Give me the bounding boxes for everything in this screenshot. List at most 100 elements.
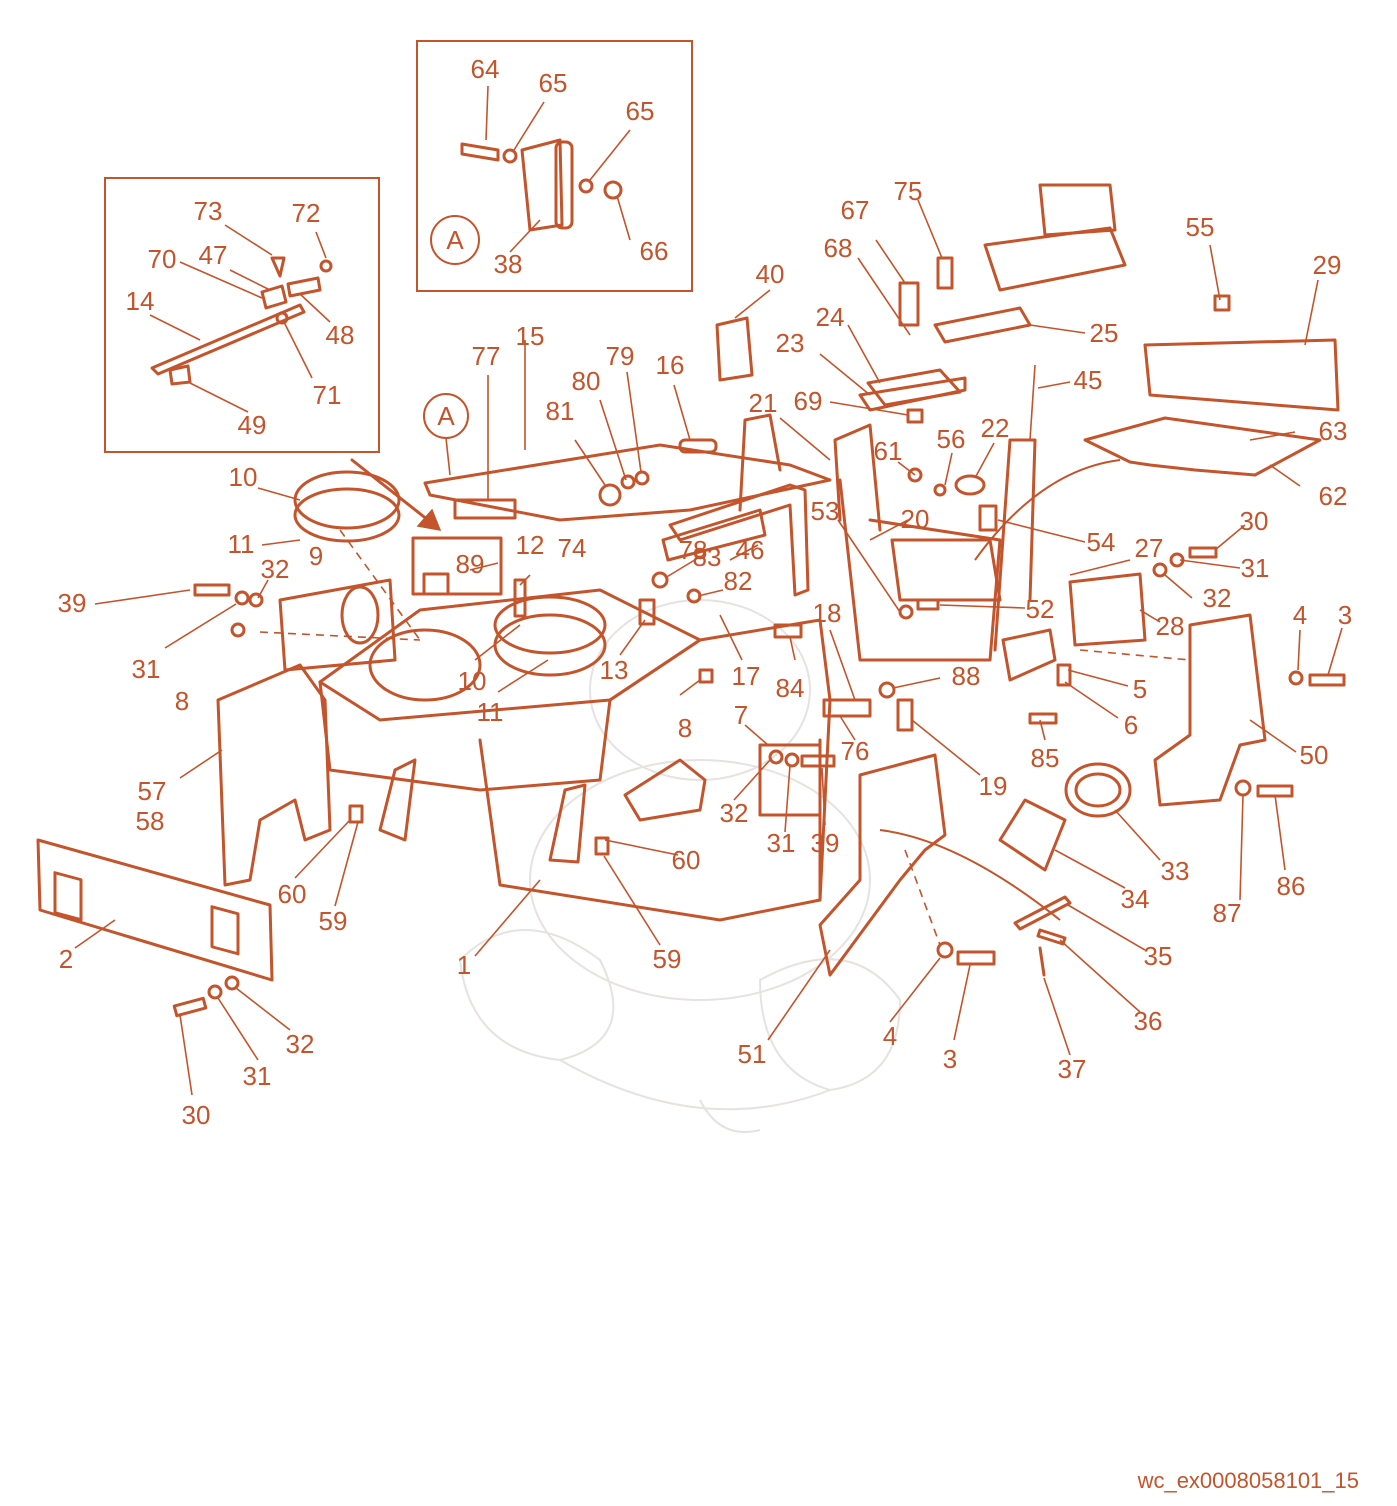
inset-pointer-arrow	[350, 458, 430, 522]
callout-c39a: 39	[58, 588, 87, 618]
callout-c48: 48	[326, 320, 355, 350]
callout-c57: 57	[138, 776, 167, 806]
hood-pad	[453, 498, 517, 520]
callout-c23: 23	[776, 328, 805, 358]
svg-text:A: A	[437, 401, 455, 431]
bracket-60-left	[378, 758, 417, 842]
callout-c33: 33	[1161, 856, 1190, 886]
callout-c38: 38	[494, 249, 523, 279]
callout-c52: 52	[1026, 594, 1055, 624]
callout-c31d: 31	[243, 1061, 272, 1091]
callout-c50: 50	[1300, 740, 1329, 770]
callout-c3b: 3	[943, 1044, 957, 1074]
frame-opening	[368, 628, 482, 702]
callout-c29: 29	[1313, 250, 1342, 280]
callout-c2: 2	[59, 944, 73, 974]
callout-c89: 89	[456, 549, 485, 579]
callout-c13: 13	[600, 655, 629, 685]
callout-c31b: 31	[132, 654, 161, 684]
bellows-33	[1064, 762, 1132, 818]
inset-hinge-detail: A	[416, 40, 693, 292]
seal-strip	[668, 483, 810, 597]
side-plate-50	[1153, 613, 1267, 807]
callout-c7: 7	[734, 700, 748, 730]
cover-34	[998, 798, 1067, 872]
callout-c66: 66	[640, 236, 669, 266]
mat-78	[661, 508, 767, 562]
callout-c59b: 59	[653, 944, 682, 974]
callout-c61: 61	[874, 436, 903, 466]
callout-c59a: 59	[319, 906, 348, 936]
callout-c8b: 8	[678, 713, 692, 743]
callout-c65b: 65	[626, 96, 655, 126]
mount-plate-left	[293, 470, 401, 530]
clip-37	[1038, 946, 1046, 977]
callout-c86: 86	[1277, 871, 1306, 901]
callout-c55: 55	[1186, 212, 1215, 242]
cable	[879, 829, 1061, 921]
handle-16	[678, 438, 718, 454]
callout-c82: 82	[724, 566, 753, 596]
callout-c12: 12	[516, 530, 545, 560]
callout-c78: 78	[679, 535, 708, 565]
main-frame-assembly: A	[36, 183, 1346, 1018]
detail-marker-label: A	[446, 225, 464, 255]
callout-c70: 70	[148, 244, 177, 274]
callout-c32b: 32	[261, 554, 290, 584]
inset-lever-detail	[104, 177, 380, 453]
roll-bar-rear	[993, 438, 1037, 652]
part-89	[422, 572, 450, 596]
callout-c39b: 39	[811, 828, 840, 858]
seat-plate-23	[858, 376, 967, 412]
hinge-washer	[502, 148, 518, 164]
roll-bar-left	[738, 413, 782, 512]
cap-40	[715, 316, 754, 382]
detail-marker-circle	[430, 215, 480, 265]
callout-c35: 35	[1144, 941, 1173, 971]
roll-bar-right	[833, 423, 882, 532]
callout-c31a: 31	[1241, 553, 1270, 583]
callout-c45: 45	[1074, 365, 1103, 395]
callout-c19: 19	[979, 771, 1008, 801]
callout-c20: 20	[901, 504, 930, 534]
lever-rod	[150, 303, 306, 376]
callout-c71: 71	[313, 380, 342, 410]
callout-c87: 87	[1213, 898, 1242, 928]
hood-cover	[423, 443, 832, 522]
drawing-code: wc_ex0008058101_15	[1137, 1468, 1359, 1493]
callout-c77: 77	[472, 341, 501, 371]
callout-c27: 27	[1135, 533, 1164, 563]
callout-c11a: 11	[228, 529, 255, 559]
bolt-67	[898, 281, 920, 327]
callout-c60b: 60	[672, 845, 701, 875]
side-plate-51	[818, 753, 947, 977]
callout-c75: 75	[894, 176, 923, 206]
hinge-plate	[520, 138, 564, 232]
floor-mat-63	[1083, 416, 1322, 477]
hinge-bolt	[460, 142, 500, 162]
callout-c56: 56	[937, 424, 966, 454]
callout-c1: 1	[457, 950, 471, 980]
callout-c4b: 4	[883, 1021, 897, 1051]
callout-c85: 85	[1031, 743, 1060, 773]
callout-c5: 5	[1133, 674, 1147, 704]
callout-c30a: 30	[1240, 506, 1269, 536]
bumper-plate	[36, 838, 274, 982]
callout-c80: 80	[572, 366, 601, 396]
bracket-plate-9	[278, 578, 397, 672]
callout-c51: 51	[738, 1039, 767, 1069]
bolt-75	[936, 256, 954, 290]
callout-c84: 84	[776, 673, 805, 703]
callout-c18: 18	[813, 598, 842, 628]
pad-76	[822, 698, 872, 718]
callout-c83: 83	[693, 542, 722, 572]
callout-c53: 53	[811, 496, 840, 526]
wire-45	[1029, 364, 1036, 441]
seat-cushion	[983, 226, 1127, 292]
callout-c72: 72	[292, 198, 321, 228]
callout-c37: 37	[1058, 1054, 1087, 1084]
bracket-13	[638, 598, 656, 626]
callout-c3a: 3	[1338, 600, 1352, 630]
callout-c67: 67	[841, 195, 870, 225]
